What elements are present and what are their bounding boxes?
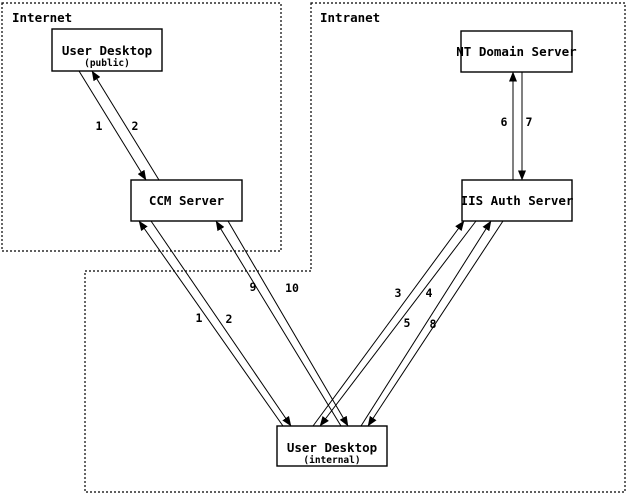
- node-user-desktop-public-sublabel: (public): [84, 58, 130, 69]
- edge-7-nt-domain-to-iis-label: 7: [526, 115, 533, 129]
- edge-1-internal-desktop-to-ccm: [138, 220, 284, 427]
- edge-5-internal-desktop-to-iis-label: 5: [404, 316, 411, 330]
- node-user-desktop-internal-sublabel: (internal): [303, 455, 360, 466]
- edge-9-internal-desktop-to-ccm: [215, 220, 342, 427]
- edge-8-iis-to-internal-desktop-label: 8: [430, 317, 437, 331]
- edge-4-iis-to-internal-desktop: [319, 220, 477, 427]
- region-label-internet: Internet: [12, 10, 72, 25]
- node-iis-auth-server-label: IIS Auth Server: [461, 193, 574, 208]
- node-ccm-server-label: CCM Server: [149, 193, 225, 208]
- edge-4-iis-to-internal-desktop-label: 4: [426, 286, 433, 300]
- edge-2-ccm-to-internal-desktop: [150, 220, 292, 427]
- edges-layer: [78, 70, 526, 427]
- node-user-desktop-public: [51, 28, 163, 72]
- edge-5-internal-desktop-to-iis: [360, 220, 492, 427]
- node-iis-auth-server: [461, 179, 573, 222]
- edge-1-internal-desktop-to-ccm-label: 1: [196, 311, 203, 325]
- edge-3-internal-desktop-to-iis: [312, 220, 465, 427]
- node-user-desktop-internal: [276, 425, 388, 467]
- edge-1-public-desktop-to-ccm-label: 1: [96, 119, 103, 133]
- edge-9-internal-desktop-to-ccm-label: 9: [250, 280, 257, 294]
- edge-2-ccm-to-internal-desktop-label: 2: [226, 312, 233, 326]
- node-nt-domain-server: [460, 30, 573, 73]
- nodes-layer: User Desktop(public)NT Domain ServerCCM …: [51, 28, 577, 467]
- node-nt-domain-server-label: NT Domain Server: [456, 44, 577, 59]
- region-outline-internet: [1, 2, 282, 252]
- edge-1-public-desktop-to-ccm: [78, 70, 147, 181]
- edge-6-iis-to-nt-domain-label: 6: [501, 115, 508, 129]
- edge-3-internal-desktop-to-iis-label: 3: [395, 286, 402, 300]
- region-outline-intranet: [84, 2, 626, 493]
- edge-10-ccm-to-internal-desktop: [227, 220, 349, 427]
- node-user-desktop-public-label: User Desktop: [62, 43, 152, 58]
- node-ccm-server: [130, 179, 243, 222]
- node-user-desktop-internal-label: User Desktop: [287, 440, 377, 455]
- edge-8-iis-to-internal-desktop: [367, 220, 504, 427]
- edge-2-ccm-to-public-desktop-label: 2: [132, 119, 139, 133]
- edge-10-ccm-to-internal-desktop-label: 10: [285, 281, 299, 295]
- edge-labels-layer: 1 2 1 2 9 10 3 4 5 8 6 7: [96, 115, 533, 331]
- region-label-intranet: Intranet: [320, 10, 380, 25]
- edge-2-ccm-to-public-desktop: [91, 70, 160, 181]
